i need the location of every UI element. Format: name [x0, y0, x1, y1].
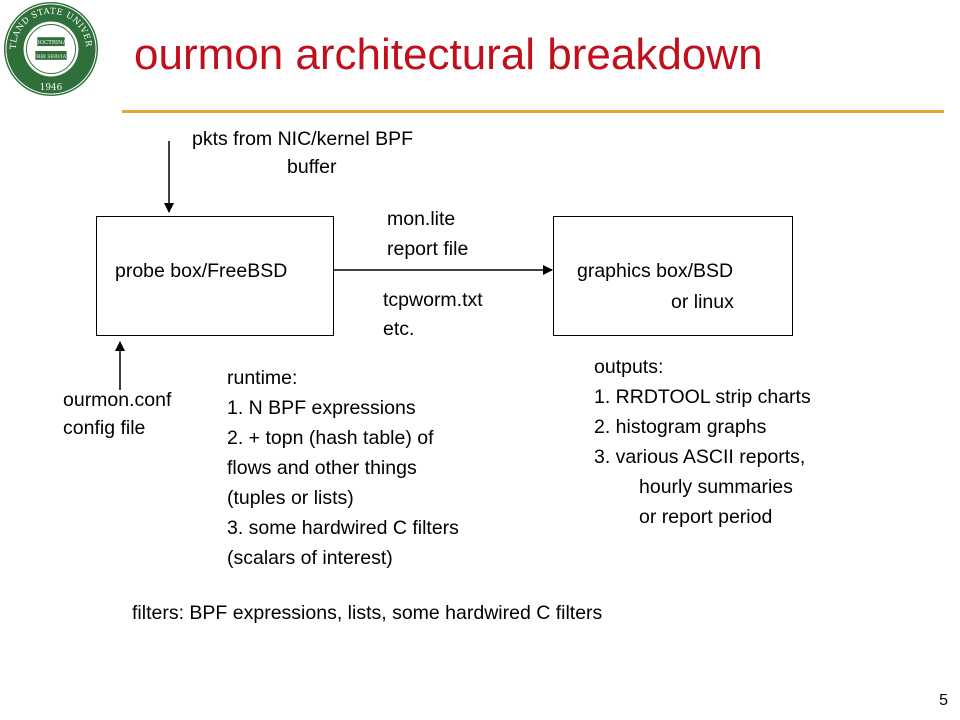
- transfer-top-line1: mon.lite: [387, 208, 456, 230]
- outputs-line: hourly summaries: [639, 476, 793, 498]
- graphics-box-label-line1: graphics box/BSD: [577, 260, 734, 282]
- config-label-line2: config file: [63, 417, 146, 439]
- seal-year: 1946: [40, 83, 63, 93]
- transfer-bottom-line2: etc.: [383, 318, 415, 340]
- seal-motto-2: URBI SERVIAT: [33, 54, 70, 60]
- probe-box: [96, 216, 334, 336]
- page-number: 5: [939, 692, 948, 709]
- outputs-line: 1. RRDTOOL strip charts: [594, 386, 811, 408]
- runtime-line: 1. N BPF expressions: [227, 397, 416, 419]
- transfer-bottom-line1: tcpworm.txt: [383, 289, 483, 311]
- runtime-line: (scalars of interest): [227, 547, 393, 569]
- runtime-line: flows and other things: [227, 457, 417, 479]
- outputs-line: 3. various ASCII reports,: [594, 446, 806, 468]
- university-seal-logo: PORTLAND STATE UNIVERSITY DOCTRINA URBI …: [2, 0, 99, 97]
- runtime-list: runtime: 1. N BPF expressions 2. + topn …: [227, 363, 459, 573]
- filters-note: filters: BPF expressions, lists, some ha…: [132, 602, 603, 624]
- runtime-line: (tuples or lists): [227, 487, 354, 509]
- seal-motto-1: DOCTRINA: [35, 40, 66, 46]
- probe-box-label: probe box/FreeBSD: [115, 260, 288, 282]
- outputs-line: outputs:: [594, 356, 664, 378]
- runtime-line: runtime:: [227, 367, 298, 389]
- title-divider: [122, 110, 944, 113]
- outputs-line: or report period: [639, 506, 773, 528]
- input-label-line1: pkts from NIC/kernel BPF: [192, 128, 414, 150]
- runtime-line: 2. + topn (hash table) of: [227, 427, 434, 449]
- outputs-line: 2. histogram graphs: [594, 416, 767, 438]
- graphics-box-label-line2: or linux: [671, 291, 734, 313]
- config-label-line1: ourmon.conf: [63, 389, 172, 411]
- graphics-box: [553, 216, 793, 336]
- outputs-list: outputs: 1. RRDTOOL strip charts 2. hist…: [594, 352, 811, 532]
- input-label-line2: buffer: [287, 156, 337, 178]
- runtime-line: 3. some hardwired C filters: [227, 517, 459, 539]
- transfer-top-line2: report file: [387, 238, 469, 260]
- page-title: ourmon architectural breakdown: [134, 30, 763, 79]
